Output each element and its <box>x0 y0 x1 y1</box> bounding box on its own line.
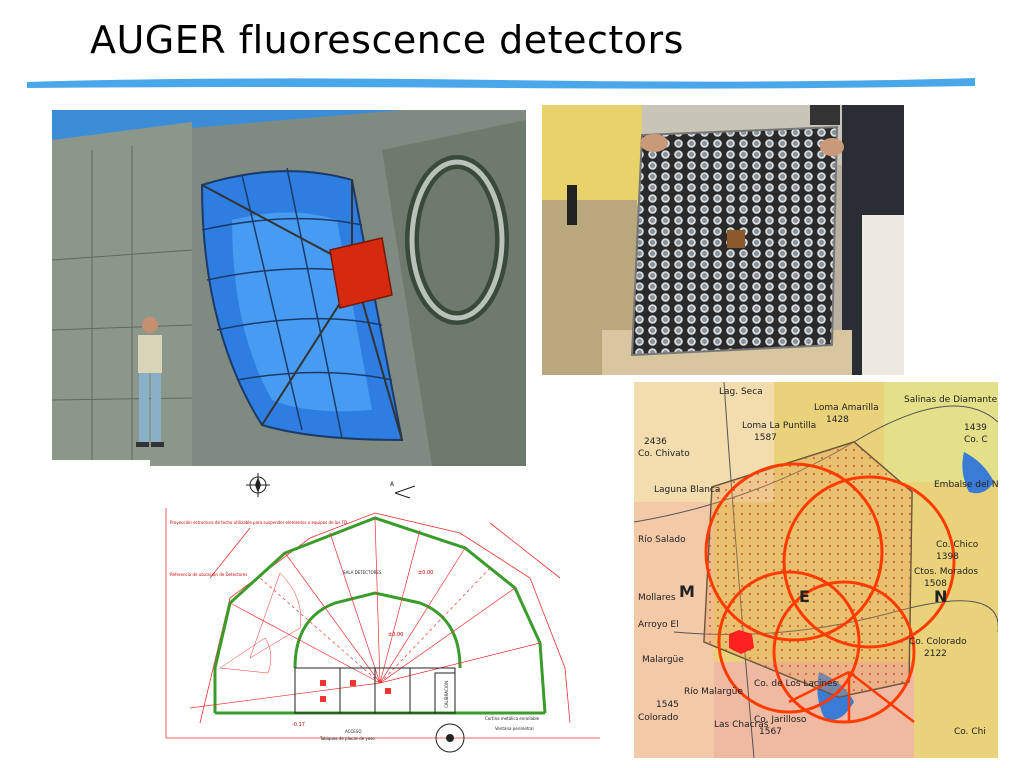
map-label-embalse: Embalse del Nihuil <box>934 480 998 490</box>
map-label-salinas: Salinas de Diamante <box>904 395 998 405</box>
map-label-loma-amarilla: Loma Amarilla <box>814 403 879 413</box>
map-label-co-chico-h: 1398 <box>936 552 959 562</box>
map-label-loma-puntilla-h: 1587 <box>754 433 777 443</box>
plan-label-sala: SALA DETECTORES <box>343 570 382 575</box>
map-label-mollares: Mollares <box>638 593 676 603</box>
map-label-arroyo: Arroyo El <box>638 620 679 630</box>
plan-level-1: ±0.00 <box>418 570 433 576</box>
fov-circles <box>704 462 956 724</box>
title-underline <box>27 78 975 89</box>
plan-label-structure: Proyección estructura de techo utilizabl… <box>170 520 347 525</box>
plan-label-reference: Referencia de ubicación de Detectores <box>170 572 247 577</box>
map-label-co-lacines: Co. de Los Lacines <box>754 679 838 689</box>
map-label-loma-puntilla: Loma La Puntilla <box>742 421 816 431</box>
map-label-las-chacras: Las Chacras <box>714 720 769 730</box>
map-letter-n: N <box>934 587 947 606</box>
camera-photo-image <box>542 105 904 375</box>
plan-label-ventana: Ventana perimetral <box>495 726 534 731</box>
map-label-co-colorado-h: 2122 <box>924 649 947 659</box>
plan-label-tabique: Tabiques de placas de yeso <box>319 736 375 741</box>
plan-label-cortina: Cortina metálica enrollable <box>485 716 540 721</box>
map-label-loma-amarilla-h: 1428 <box>826 415 849 425</box>
map-letter-e: E <box>799 587 810 606</box>
map-label-ctos-morados: Ctos. Morados <box>914 567 978 577</box>
plan-north-label: A <box>390 481 395 488</box>
map-label-2436: 2436 <box>644 437 667 447</box>
plan-label-calib: CALIBRACION <box>444 681 449 708</box>
map-label-malargue: Malargüe <box>642 655 684 665</box>
plan-level-3: -0.17 <box>292 722 305 728</box>
building-floor-plan: Proyección estructura de techo utilizabl… <box>160 468 600 760</box>
map-label-1545: 1545 <box>656 700 679 710</box>
map-label-1567: 1567 <box>759 727 782 737</box>
map-label-co-c: Co. C <box>964 435 988 445</box>
map-letter-m: M <box>679 582 695 601</box>
embalse-water <box>962 452 994 494</box>
map-label-co-chi: Co. Chi <box>954 727 986 737</box>
plan-label-acceso: ACCESO <box>345 729 361 734</box>
site-marker <box>729 630 754 654</box>
map-label-co-colorado: Co. Colorado <box>909 637 967 647</box>
map-label-1439: 1439 <box>964 423 987 433</box>
site-map-image: Lag. Seca Loma Amarilla 1428 Loma La Pun… <box>634 382 998 758</box>
detector-render-image <box>52 110 526 466</box>
plan-level-2: ±0.00 <box>388 632 403 638</box>
map-label-rio-malargue: Río Malargüe <box>684 687 743 697</box>
map-label-colorado: Colorado <box>638 713 679 723</box>
map-label-laguna-blanca: Laguna Blanca <box>654 485 720 495</box>
map-label-1508: 1508 <box>924 579 947 589</box>
map-label-salado: Río Salado <box>638 535 686 545</box>
map-label-lag-seca: Lag. Seca <box>719 387 763 397</box>
map-label-co-chico: Co. Chico <box>936 540 979 550</box>
map-label-chivato: Co. Chivato <box>638 449 690 459</box>
slide-title: AUGER fluorescence detectors <box>90 18 684 62</box>
map-label-co-jarilloso: Co. Jarilloso <box>754 715 807 725</box>
